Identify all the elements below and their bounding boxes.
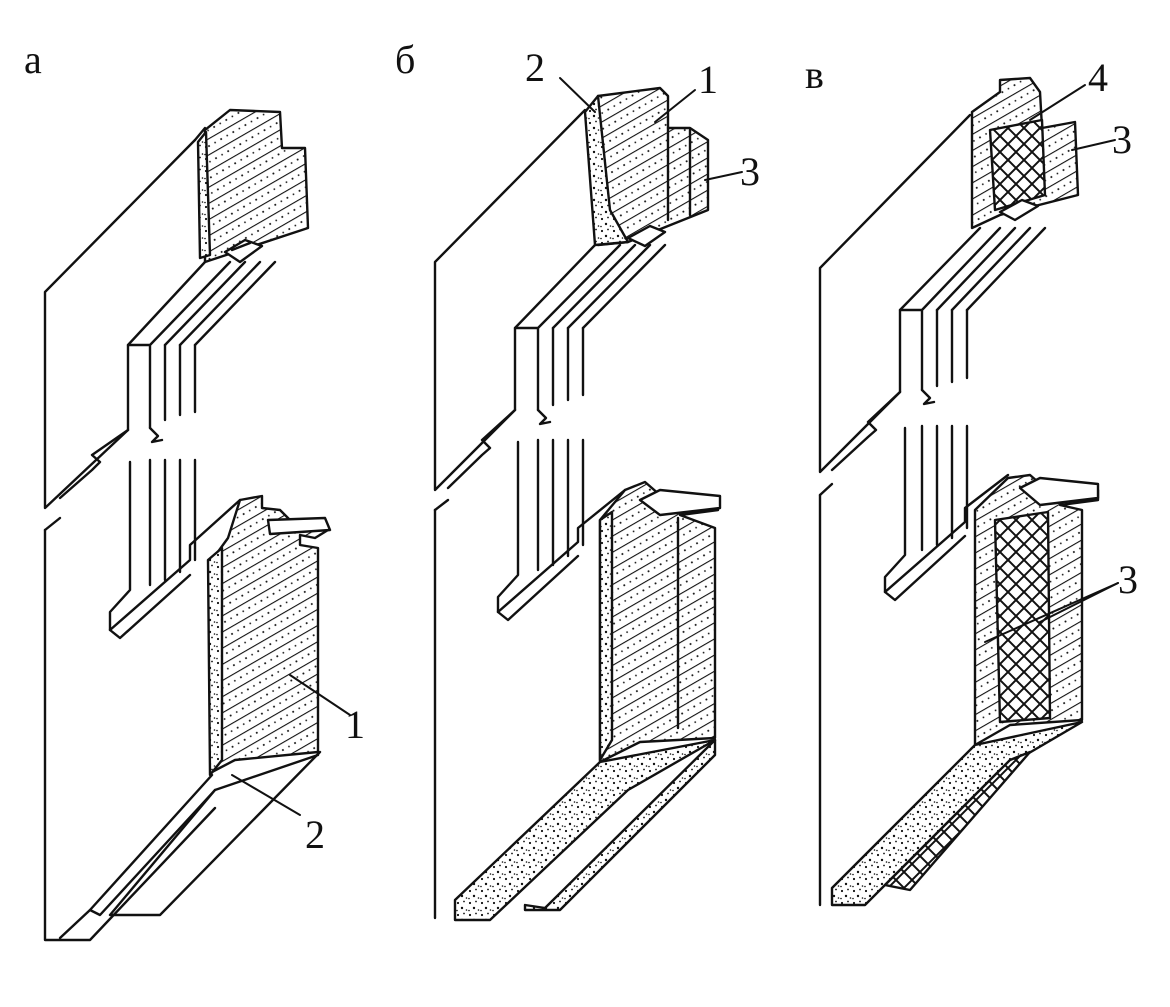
callout-c-3-upper: 3	[1112, 117, 1132, 162]
panel-c-lower-section	[818, 424, 1100, 907]
panel-b-lower-section	[433, 438, 722, 922]
panel-c-upper-section	[818, 76, 1080, 474]
panel-label-a: а	[24, 37, 42, 82]
panel-label-b: б	[395, 37, 416, 82]
callout-b-3: 3	[740, 149, 760, 194]
callout-c-4: 4	[1088, 55, 1108, 100]
panel-label-c: в	[805, 52, 824, 97]
callout-leaders	[231, 77, 1119, 816]
callout-c-3-lower: 3	[1118, 557, 1138, 602]
panel-a-lower-section	[43, 458, 332, 942]
panel-b-upper-section	[433, 86, 710, 492]
callout-a-2: 2	[305, 812, 325, 857]
callout-a-1: 1	[345, 702, 365, 747]
callout-b-2: 2	[525, 45, 545, 90]
panel-a-upper-section	[43, 108, 310, 510]
callout-b-1: 1	[698, 57, 718, 102]
